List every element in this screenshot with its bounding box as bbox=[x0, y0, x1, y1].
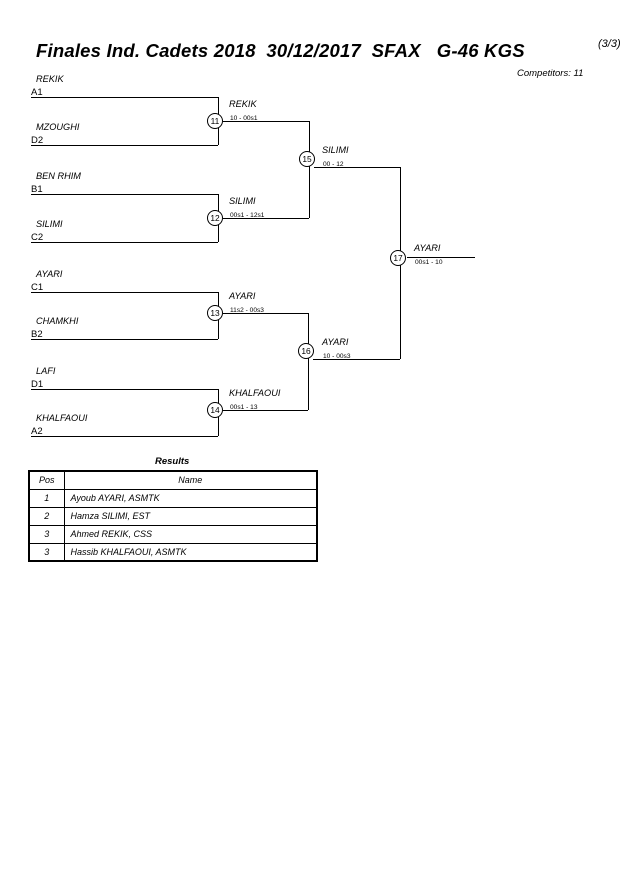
table-header-row: Pos Name bbox=[28, 470, 318, 490]
result-name: Ayoub AYARI, ASMTK bbox=[63, 488, 318, 508]
bracket-line bbox=[223, 313, 308, 314]
entrant-seed: D1 bbox=[31, 379, 44, 390]
entrant-seed: A2 bbox=[31, 426, 43, 437]
competitors-count: Competitors: 11 bbox=[517, 68, 584, 79]
bracket-line bbox=[223, 410, 308, 411]
column-header-name: Name bbox=[63, 470, 318, 490]
match-number[interactable]: 12 bbox=[207, 210, 223, 226]
match-number[interactable]: 13 bbox=[207, 305, 223, 321]
entrant-seed: B2 bbox=[31, 329, 43, 340]
match-number[interactable]: 11 bbox=[207, 113, 223, 129]
result-position: 1 bbox=[28, 488, 65, 508]
results-caption: Results bbox=[155, 456, 190, 467]
results-table: Pos Name 1 Ayoub AYARI, ASMTK 2 Hamza SI… bbox=[28, 470, 318, 562]
match-winner: REKIK bbox=[229, 99, 257, 109]
match-number[interactable]: 15 bbox=[299, 151, 315, 167]
result-position: 3 bbox=[28, 524, 65, 544]
match-winner: SILIMI bbox=[322, 145, 349, 155]
entrant-name: CHAMKHI bbox=[36, 316, 79, 326]
champion-line bbox=[407, 257, 475, 258]
bracket-line bbox=[31, 339, 218, 340]
table-row: 2 Hamza SILIMI, EST bbox=[28, 506, 318, 526]
bracket-line bbox=[308, 313, 309, 410]
match-score: 00s1 - 12s1 bbox=[230, 212, 265, 219]
entrant-name: LAFI bbox=[36, 366, 56, 376]
result-position: 3 bbox=[28, 542, 65, 562]
entrant-name: AYARI bbox=[36, 269, 63, 279]
match-winner: AYARI bbox=[229, 291, 256, 301]
table-row: 3 Hassib KHALFAOUI, ASMTK bbox=[28, 542, 318, 562]
match-winner: KHALFAOUI bbox=[229, 388, 281, 398]
match-number[interactable]: 16 bbox=[298, 343, 314, 359]
entrant-name: KHALFAOUI bbox=[36, 413, 88, 423]
match-score: 00 - 12 bbox=[323, 161, 344, 168]
bracket-line bbox=[31, 145, 218, 146]
bracket-line bbox=[31, 97, 218, 98]
entrant-seed: C2 bbox=[31, 232, 44, 243]
bracket-line bbox=[31, 242, 218, 243]
result-name: Ahmed REKIK, CSS bbox=[63, 524, 318, 544]
bracket-line bbox=[313, 359, 400, 360]
bracket-line bbox=[314, 167, 400, 168]
entrant-name: SILIMI bbox=[36, 219, 63, 229]
entrant-seed: D2 bbox=[31, 135, 44, 146]
entrant-seed: A1 bbox=[31, 87, 43, 98]
match-score: 00s1 - 13 bbox=[230, 404, 258, 411]
match-score: 10 - 00s3 bbox=[323, 353, 351, 360]
bracket-line bbox=[309, 121, 310, 218]
match-winner: AYARI bbox=[322, 337, 349, 347]
bracket-line bbox=[223, 121, 309, 122]
table-row: 3 Ahmed REKIK, CSS bbox=[28, 524, 318, 544]
match-winner: AYARI bbox=[414, 243, 441, 253]
entrant-name: REKIK bbox=[36, 74, 64, 84]
result-name: Hamza SILIMI, EST bbox=[63, 506, 318, 526]
entrant-name: MZOUGHI bbox=[36, 122, 80, 132]
match-score: 11s2 - 00s3 bbox=[230, 307, 264, 314]
bracket-line bbox=[31, 436, 218, 437]
match-score: 00s1 - 10 bbox=[415, 259, 443, 266]
page-indicator: (3/3) bbox=[598, 38, 621, 50]
match-number[interactable]: 14 bbox=[207, 402, 223, 418]
page-title: Finales Ind. Cadets 2018 30/12/2017 SFAX… bbox=[36, 40, 525, 61]
match-number[interactable]: 17 bbox=[390, 250, 406, 266]
entrant-seed: B1 bbox=[31, 184, 43, 195]
match-winner: SILIMI bbox=[229, 196, 256, 206]
column-header-pos: Pos bbox=[28, 470, 65, 490]
bracket-line bbox=[31, 389, 218, 390]
entrant-seed: C1 bbox=[31, 282, 44, 293]
bracket-line bbox=[31, 194, 218, 195]
result-position: 2 bbox=[28, 506, 65, 526]
bracket-line bbox=[223, 218, 309, 219]
bracket-line bbox=[31, 292, 218, 293]
entrant-name: BEN RHIM bbox=[36, 171, 81, 181]
result-name: Hassib KHALFAOUI, ASMTK bbox=[63, 542, 318, 562]
table-row: 1 Ayoub AYARI, ASMTK bbox=[28, 488, 318, 508]
match-score: 10 - 00s1 bbox=[230, 115, 258, 122]
